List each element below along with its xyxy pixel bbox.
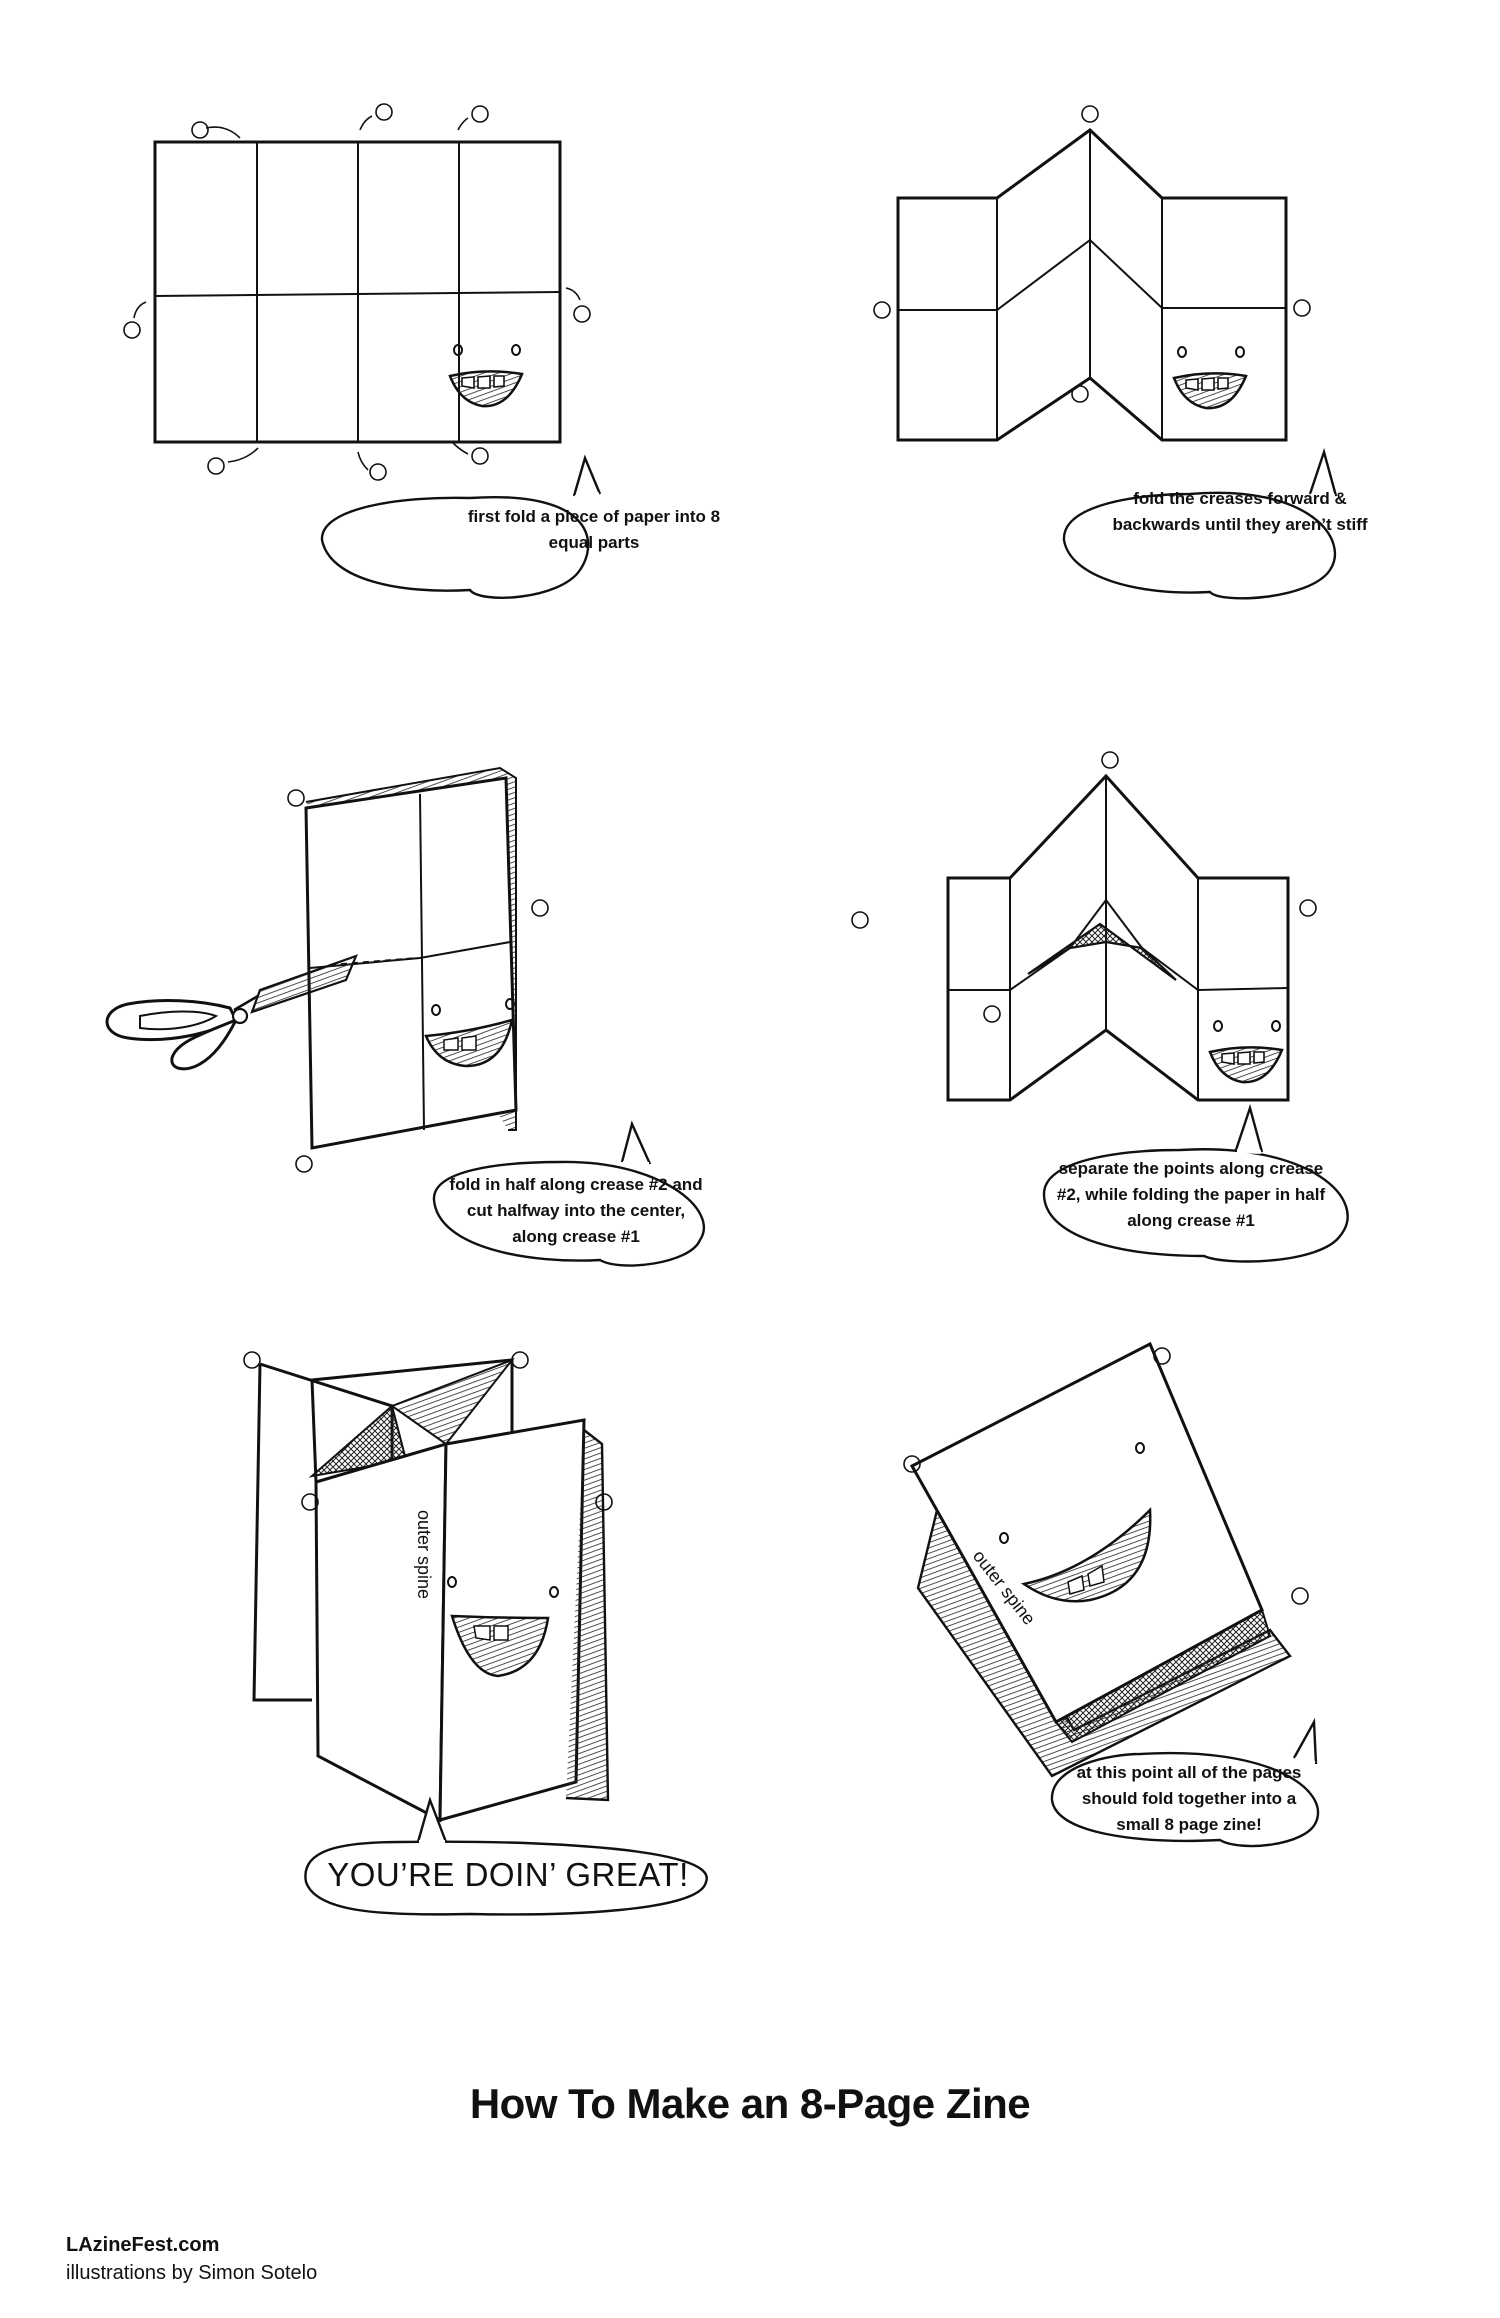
page-title: How To Make an 8-Page Zine: [469, 2080, 1031, 2127]
step-6-panel: outer spine at this point all of the pag…: [750, 1320, 1500, 1980]
step-1-illustration: [123, 103, 602, 599]
step-3-caption: fold in half along crease #2 and cut hal…: [449, 1175, 703, 1246]
footer-site: LAzineFest.com: [66, 2234, 220, 2256]
step-4-illustration: [851, 751, 1349, 1263]
step-5-panel: outer spine YOU’RE DOIN’ GREAT!: [0, 1320, 750, 1980]
step-6-caption: at this point all of the pages should fo…: [1076, 1763, 1302, 1834]
step-4-caption: separate the points along crease #2, whi…: [1056, 1159, 1326, 1230]
footer-credit: illustrations by Simon Sotelo: [66, 2262, 318, 2284]
step-5-spine-label: outer spine: [414, 1510, 434, 1599]
step-5-illustration: outer spine: [243, 1351, 708, 1916]
step-2-caption: fold the creases forward & backwards unt…: [1112, 489, 1368, 534]
step-1-panel: first fold a piece of paper into 8 equal…: [0, 0, 750, 660]
step-3-panel: fold in half along crease #2 and cut hal…: [0, 660, 750, 1320]
step-1-caption: first fold a piece of paper into 8 equal…: [467, 507, 721, 552]
step-6-illustration: outer spine: [903, 1341, 1319, 1848]
step-2-panel: fold the creases forward & backwards unt…: [750, 0, 1500, 660]
step-2-illustration: [873, 105, 1338, 600]
step-3-illustration: [105, 766, 706, 1267]
step-5-caption: YOU’RE DOIN’ GREAT!: [327, 1856, 689, 1893]
step-4-panel: separate the points along crease #2, whi…: [750, 660, 1500, 1320]
